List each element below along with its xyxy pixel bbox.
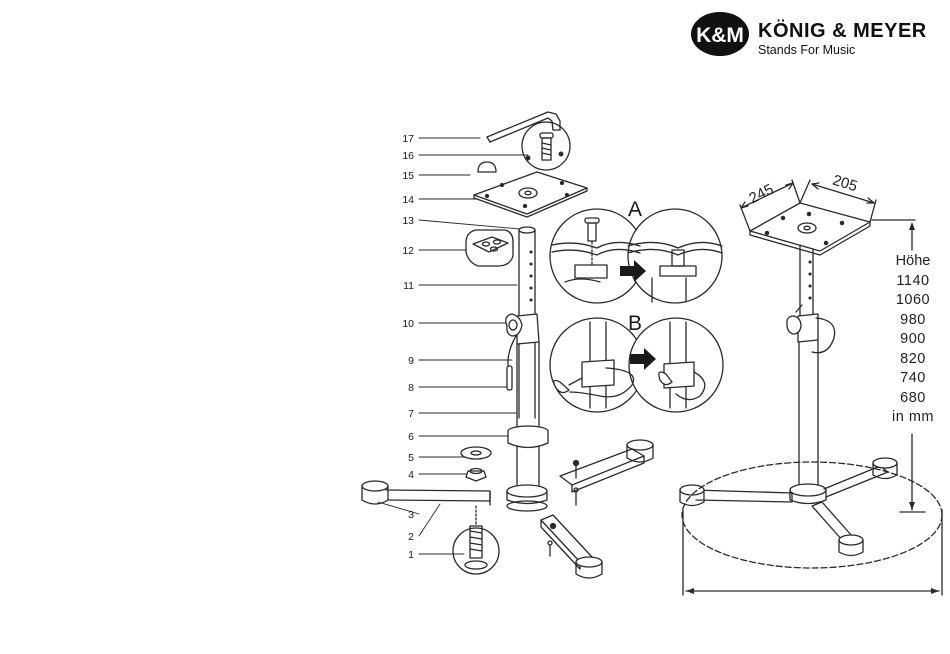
height-value: 1140	[884, 272, 942, 292]
safety-pin	[507, 336, 516, 390]
leader-line	[419, 504, 440, 536]
part-number-label: 1	[408, 549, 414, 561]
adapter-block	[466, 230, 513, 266]
part-number-label: 12	[402, 245, 414, 257]
part-number-label: 4	[408, 469, 414, 481]
height-list: Höhe 1140 1060 980 900 820 740 680 in mm	[884, 252, 942, 428]
base-legs	[362, 440, 653, 578]
detail-b-label: B	[628, 312, 642, 335]
height-unit: in mm	[884, 408, 942, 428]
part-number-label: 17	[402, 133, 414, 145]
part-number-label: 6	[408, 431, 414, 443]
detail-a-label: A	[628, 198, 642, 221]
part-number-label: 5	[408, 452, 414, 464]
collar-ring	[508, 426, 548, 485]
part-number-label: 14	[402, 194, 414, 206]
part-number-label: 2	[408, 531, 414, 543]
height-value: 900	[884, 330, 942, 350]
height-value: 1060	[884, 291, 942, 311]
part-number-label: 15	[402, 170, 414, 182]
rubber-cap	[478, 162, 496, 172]
leader-line	[419, 220, 520, 229]
part-number-label: 8	[408, 382, 414, 394]
part-number-label: 11	[403, 280, 414, 292]
top-plate	[474, 172, 587, 217]
height-value: 740	[884, 369, 942, 389]
part-number-label: 9	[408, 355, 414, 367]
screw-detail	[522, 122, 570, 170]
height-value: 680	[884, 389, 942, 409]
clamp-collar	[506, 314, 539, 344]
part-number-label: 13	[402, 215, 414, 227]
height-value: 820	[884, 350, 942, 370]
height-value: 980	[884, 311, 942, 331]
detail-b: B	[550, 312, 723, 412]
lower-tube	[517, 342, 539, 430]
part-number-label: 7	[408, 408, 414, 420]
base-hub	[507, 485, 547, 511]
leader-line	[378, 502, 419, 514]
part-number-label: 10	[402, 318, 414, 330]
detail-a: A	[550, 198, 722, 303]
washer-and-nut	[461, 447, 491, 481]
part-number-label: 16	[402, 150, 414, 162]
height-title: Höhe	[884, 252, 942, 272]
bolt-detail	[453, 506, 499, 574]
